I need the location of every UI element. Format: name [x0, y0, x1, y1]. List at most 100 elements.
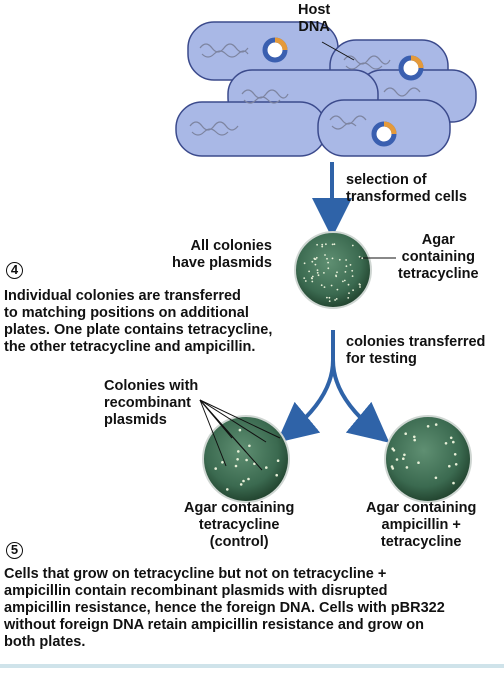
step-4-text: Individual colonies are transferred to m… — [4, 288, 273, 355]
transfer-arrow-right — [331, 359, 390, 443]
colony-dot — [351, 244, 354, 247]
colony-dot — [449, 436, 453, 440]
colony-dot — [308, 270, 310, 273]
colony-dot — [326, 296, 328, 299]
colony-dot — [342, 280, 344, 283]
colony-dot — [325, 243, 327, 246]
colony-dot — [349, 264, 352, 266]
colony-dot — [358, 255, 361, 258]
host-dna-pointer — [321, 41, 355, 61]
colony-dot — [237, 450, 240, 453]
colony-dot — [405, 466, 409, 469]
colony-dot — [426, 425, 430, 428]
colony-dot — [226, 488, 229, 491]
colony-dot — [361, 257, 364, 260]
colony-dot — [328, 300, 331, 302]
colony-dot — [351, 275, 354, 277]
colony-dot — [265, 466, 268, 469]
transfer-arrow-left — [276, 330, 335, 443]
colony-dot — [303, 277, 306, 279]
colony-dot — [276, 459, 280, 463]
selection-label: selection of transformed cells — [346, 172, 467, 205]
colony-dot — [359, 286, 361, 288]
colony-dot — [317, 274, 320, 277]
colony-dot — [275, 473, 279, 477]
colony-dot — [304, 280, 307, 282]
step-4-marker: 4 — [6, 262, 23, 279]
master-plate — [294, 231, 372, 309]
colony-dot — [347, 283, 350, 286]
colony-dot — [321, 245, 324, 248]
colony-dot — [434, 423, 438, 426]
colony-dot — [434, 476, 438, 480]
colony-dot — [326, 257, 328, 260]
colony-dot — [314, 263, 317, 266]
colony-dot — [320, 284, 323, 287]
colony-dot — [214, 467, 217, 470]
colony-dot — [336, 271, 338, 274]
colony-dot — [245, 458, 248, 462]
colony-dot — [331, 243, 334, 246]
colony-dot — [402, 457, 405, 461]
colony-dot — [323, 286, 326, 288]
colony-dot — [404, 432, 408, 436]
all-colonies-label: All colonies have plasmids — [172, 238, 272, 271]
colony-dot — [311, 280, 314, 283]
colony-dot — [347, 297, 350, 299]
colony-dot — [345, 259, 347, 261]
host-dna-icon — [189, 43, 421, 136]
colony-dot — [248, 444, 251, 448]
colony-dot — [316, 271, 319, 274]
colony-dot — [253, 462, 256, 466]
host-dna-label: Host DNA — [298, 2, 331, 35]
colony-dot — [327, 267, 330, 270]
colony-dot — [335, 298, 338, 300]
colony-dot — [303, 262, 306, 265]
bottom-rule — [0, 664, 504, 668]
colony-dot — [395, 458, 399, 461]
colony-dot — [452, 440, 455, 444]
bacterial-cell — [175, 101, 327, 157]
colony-dot — [345, 265, 348, 268]
colony-dot — [351, 269, 354, 272]
colony-dot — [221, 461, 224, 464]
colony-dot — [333, 243, 336, 246]
colony-dot — [323, 272, 325, 274]
colonies-transferred-label: colonies transferred for testing — [346, 334, 486, 367]
colony-dot — [344, 271, 347, 273]
colony-dot — [328, 296, 331, 299]
colony-dot — [331, 257, 334, 260]
control-plate-label: Agar containing tetracycline (control) — [184, 500, 295, 550]
colony-dot — [334, 299, 336, 301]
colony-dot — [234, 464, 238, 468]
colony-dot — [454, 463, 458, 466]
colony-dot — [343, 279, 346, 282]
colony-dot — [444, 442, 448, 445]
colony-dot — [238, 428, 242, 432]
colonies — [214, 243, 458, 491]
colony-dot — [452, 481, 455, 485]
colony-dot — [316, 269, 319, 271]
colony-dot — [348, 292, 350, 294]
colony-dot — [413, 438, 417, 442]
step-5-text: Cells that grow on tetracycline but not … — [4, 566, 445, 650]
colony-dot — [236, 458, 239, 461]
colony-dot — [330, 284, 333, 287]
colony-dot — [359, 283, 361, 286]
colony-dot — [413, 435, 416, 439]
amp-tet-plate — [384, 415, 472, 503]
colony-dot — [453, 453, 457, 456]
bacteria-cluster — [175, 21, 477, 157]
colony-dot — [352, 289, 354, 292]
colony-dot — [417, 461, 420, 465]
colony-dot — [335, 274, 337, 277]
colony-dot — [247, 477, 250, 481]
recombinant-pointers — [199, 399, 281, 471]
step-5-marker: 5 — [6, 542, 23, 559]
colony-dot — [338, 258, 341, 261]
colony-dot — [313, 257, 316, 260]
colony-dot — [327, 261, 329, 264]
colony-dot — [311, 260, 314, 263]
agar-tetracycline-label: Agar containing tetracycline — [398, 232, 479, 282]
